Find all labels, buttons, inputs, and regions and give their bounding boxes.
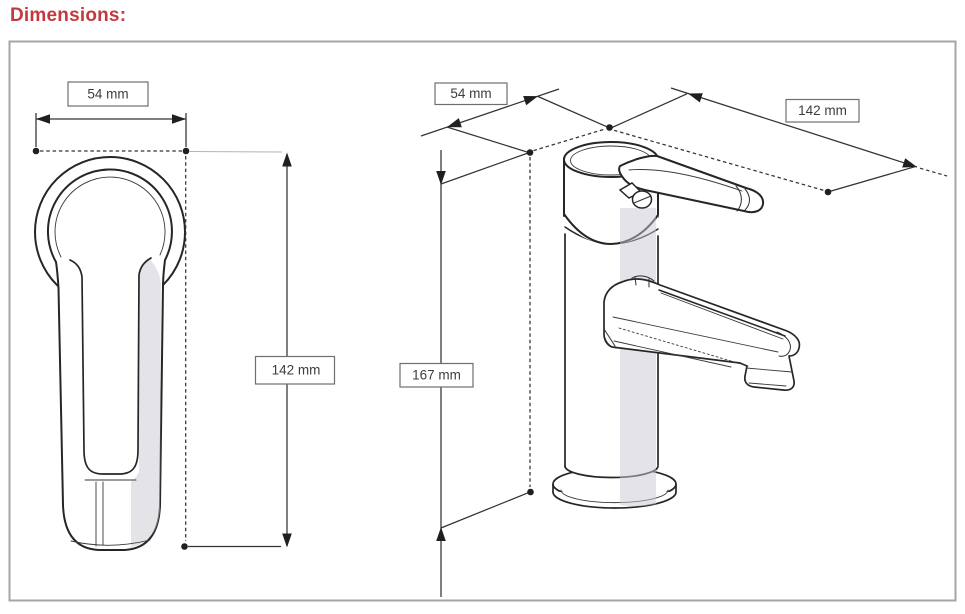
dim-label-text: 142 mm [798,103,847,118]
arrow-icon [902,158,917,168]
page-title: Dimensions: [10,5,127,26]
dim-label-box [434,82,508,106]
arrow-left-icon [36,114,50,124]
dim-topview-height [181,152,292,550]
dim-label-sideview-height: 167 mm [399,362,474,388]
handle-seam-lines [95,481,104,547]
handle-recess-outline [69,257,152,475]
reference-dot [526,149,534,156]
reference-dot [606,124,613,131]
dim-label-topview-height: 142 mm [254,355,336,385]
dim-sideview-length [610,87,948,193]
dim-label-sideview-depth: 54 mm [434,82,508,106]
dim-label-box [399,362,474,388]
dim-label-text: 167 mm [412,368,461,383]
handle-bottom-inner-line [70,539,151,546]
diagram-panel-border [8,40,957,602]
reference-dot [32,147,40,155]
dim-label-topview-width: 54 mm [67,81,149,107]
dim-label-box [785,98,860,123]
dim-label-text: 54 mm [450,86,491,101]
arrow-icon [688,93,703,103]
handle-shading [127,258,161,548]
reference-extension-line [188,151,283,153]
dim-label-sideview-length: 142 mm [785,98,860,123]
dim-sideview-depth [420,88,608,153]
arrow-down-icon [282,533,292,548]
dim-sideview-references [526,124,832,496]
reference-dot [181,543,188,550]
dim-label-box [254,355,336,385]
top-view-drawing [34,156,186,551]
dim-topview-width [32,113,283,155]
reference-dot [824,188,832,196]
handle-ring-inner-thin [54,176,166,258]
spout-aerator [745,367,793,387]
dim-label-text: 54 mm [87,87,128,102]
dim-label-text: 142 mm [272,363,321,378]
tap-spout [603,275,801,392]
reference-dot [182,147,190,155]
arrow-right-icon [172,114,186,124]
tap-lever [618,154,765,214]
arrow-down-icon [436,171,446,185]
arrow-icon [447,118,462,128]
arrow-up-icon [282,152,292,167]
arrow-icon [523,96,538,106]
body-shading [620,208,656,507]
dim-label-box [67,81,149,107]
side-view-drawing [552,141,801,509]
arrow-up-icon [436,527,446,541]
reference-dot [527,488,534,496]
